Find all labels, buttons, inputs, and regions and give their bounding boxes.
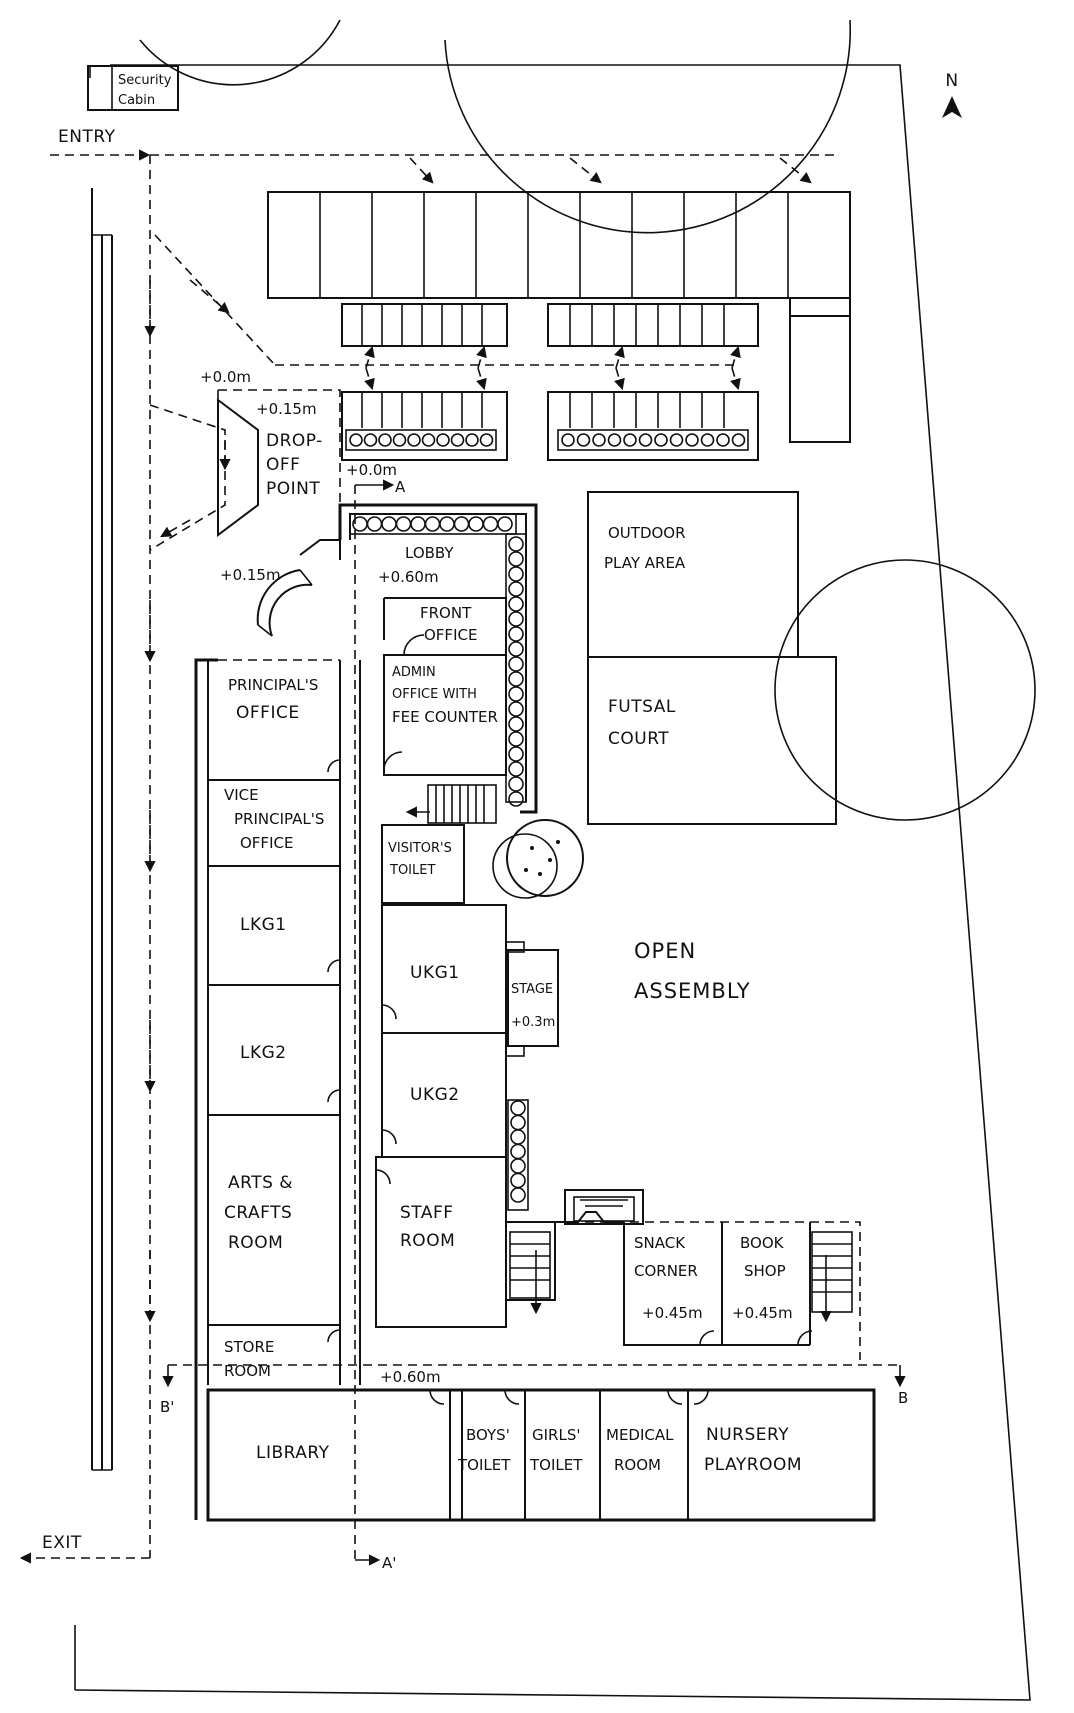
lobby-hedge-east — [508, 536, 524, 807]
boundary-wall-west — [91, 188, 113, 1471]
store-room-label-1: STORE — [224, 1338, 274, 1356]
entrance-canopy: +0.15m — [220, 539, 341, 637]
parking-large — [267, 191, 851, 443]
security-cabin-label-1: Security — [118, 73, 172, 88]
drop-off-point: +0.0m +0.15m DROP- OFF POINT +0.0m — [200, 368, 397, 537]
vehicle-circulation — [19, 149, 840, 1564]
vice-principal-label-2: PRINCIPAL'S — [234, 810, 324, 828]
section-b-label: B — [898, 1389, 908, 1407]
lobby-label: LOBBY — [405, 544, 454, 562]
lkg2-label: LKG2 — [240, 1043, 287, 1063]
principal-office-label-2: OFFICE — [236, 703, 300, 723]
visitor-toilet-label-1: VISITOR'S — [388, 841, 452, 856]
library-label: LIBRARY — [256, 1443, 330, 1463]
front-office-label-1: FRONT — [420, 604, 472, 622]
medical-room-label-2: ROOM — [614, 1456, 661, 1474]
arts-crafts-label-3: ROOM — [228, 1233, 283, 1253]
admin-office-label-1: ADMIN — [392, 665, 436, 680]
lobby-block: LOBBY +0.60m FRONT OFFICE ADMIN OFFICE W… — [338, 503, 538, 904]
site-boundary — [74, 64, 1031, 1701]
book-shop-label-1: BOOK — [740, 1234, 785, 1252]
north-label: N — [945, 71, 958, 91]
parking-small-row-1 — [341, 303, 759, 347]
admin-office-label-3: FEE COUNTER — [392, 708, 498, 726]
vice-principal-label-1: VICE — [224, 786, 259, 804]
outdoor-play-label-1: OUTDOOR — [608, 524, 686, 542]
futsal-court: FUTSAL COURT — [587, 656, 837, 825]
security-cabin-label-2: Cabin — [118, 93, 155, 108]
futsal-court-label-2: COURT — [608, 729, 669, 749]
entry-label: ENTRY — [58, 127, 116, 147]
level-library-060: +0.60m — [380, 1368, 441, 1386]
boys-toilet-label-1: BOYS' — [466, 1426, 510, 1444]
south-block: B' B +0.60m LIBRARY BOYS' TOILET GIRLS' … — [160, 1364, 908, 1522]
girls-toilet-label-2: TOILET — [529, 1456, 583, 1474]
exit-label: EXIT — [42, 1533, 82, 1553]
girls-toilet-label-1: GIRLS' — [532, 1426, 580, 1444]
south-east-block: SNACK CORNER +0.45m BOOK SHOP +0.45m — [506, 1189, 861, 1360]
staff-room-label-2: ROOM — [400, 1231, 455, 1251]
futsal-court-label-1: FUTSAL — [608, 697, 676, 717]
level-plus-0-mid: +0.0m — [346, 461, 397, 479]
visitor-toilet-label-2: TOILET — [389, 863, 435, 878]
drop-off-label-1: DROP- — [266, 431, 323, 451]
level-stage-03: +0.3m — [511, 1015, 555, 1030]
section-a-label: A — [395, 478, 406, 496]
staff-room-label-1: STAFF — [400, 1203, 454, 1223]
level-snack-045: +0.45m — [642, 1304, 703, 1322]
book-shop-label-2: SHOP — [744, 1262, 786, 1280]
store-room-label-2: ROOM — [224, 1362, 271, 1380]
hedge-planter-1 — [349, 433, 494, 447]
middle-block: UKG1 UKG2 STAFF ROOM STAGE +0.3m — [375, 904, 559, 1328]
nursery-playroom-label-1: NURSERY — [706, 1425, 789, 1445]
nursery-playroom-label-2: PLAYROOM — [704, 1455, 802, 1475]
outdoor-play-label-2: PLAY AREA — [604, 554, 686, 572]
stage-label: STAGE — [511, 982, 553, 997]
level-entry-015: +0.15m — [220, 566, 281, 584]
tree-near-lobby — [492, 819, 584, 899]
snack-corner-label-2: CORNER — [634, 1262, 698, 1280]
boys-toilet-label-2: TOILET — [457, 1456, 511, 1474]
vice-principal-label-3: OFFICE — [240, 834, 293, 852]
level-drop-015: +0.15m — [256, 400, 317, 418]
outdoor-play-area: OUTDOOR PLAY AREA — [587, 491, 799, 658]
level-plus-0-top: +0.0m — [200, 368, 251, 386]
west-block: PRINCIPAL'S OFFICE VICE PRINCIPAL'S OFFI… — [194, 658, 361, 1520]
level-lobby-060: +0.60m — [378, 568, 439, 586]
level-book-045: +0.45m — [732, 1304, 793, 1322]
hedge-planter-2 — [561, 433, 746, 447]
front-office-label-2: OFFICE — [424, 626, 477, 644]
security-cabin: Security Cabin — [87, 65, 179, 111]
medical-room-label-1: MEDICAL — [606, 1426, 674, 1444]
ukg2-label: UKG2 — [410, 1085, 460, 1105]
snack-corner-label-1: SNACK — [634, 1234, 686, 1252]
section-line-a: A A' — [354, 478, 406, 1572]
section-a-prime-label: A' — [382, 1554, 396, 1572]
north-arrow: N — [942, 71, 962, 118]
open-assembly-label-2: ASSEMBLY — [634, 979, 751, 1003]
ukg1-label: UKG1 — [410, 963, 460, 983]
principal-office-label-1: PRINCIPAL'S — [228, 676, 318, 694]
lobby-hedge-top — [352, 516, 513, 532]
lkg1-label: LKG1 — [240, 915, 287, 935]
arts-crafts-label-1: ARTS & — [228, 1173, 293, 1193]
section-b-prime-label: B' — [160, 1398, 174, 1416]
parking-small-row-2 — [341, 391, 759, 461]
open-assembly-label-1: OPEN — [634, 939, 696, 963]
tree-canopy-arcs — [139, 19, 1036, 821]
staff-hedge — [510, 1100, 526, 1203]
drop-off-label-3: POINT — [266, 479, 320, 499]
arts-crafts-label-2: CRAFTS — [224, 1203, 292, 1223]
drop-off-label-2: OFF — [266, 455, 300, 475]
admin-office-label-2: OFFICE WITH — [392, 687, 477, 702]
